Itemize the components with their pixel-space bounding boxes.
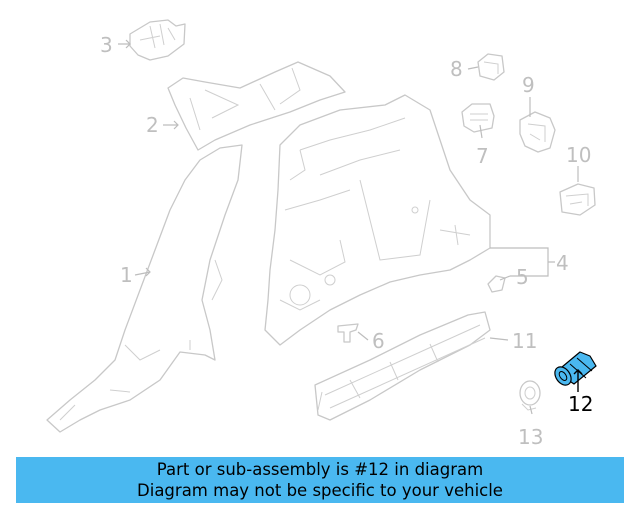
callout-6: 6 [372, 329, 385, 353]
callout-2: 2 [146, 113, 159, 137]
part-1-pillar-trim [46, 144, 243, 433]
part-10-bracket [559, 183, 596, 216]
callout-10: 10 [566, 143, 591, 167]
info-banner: Part or sub-assembly is #12 in diagram D… [16, 457, 624, 503]
part-2-upper-trim [167, 61, 346, 151]
leader-lines [118, 39, 583, 415]
part-7-retainer [461, 103, 495, 133]
callout-11: 11 [512, 329, 537, 353]
callout-3: 3 [100, 33, 113, 57]
banner-line-part-info: Part or sub-assembly is #12 in diagram [156, 460, 484, 479]
callout-1: 1 [120, 263, 133, 287]
callout-13: 13 [518, 425, 543, 449]
part-9-bracket [519, 111, 556, 153]
part-8-retainer [477, 53, 505, 81]
quarter-inner-panel [264, 94, 491, 346]
banner-line-disclaimer: Diagram may not be specific to your vehi… [137, 481, 503, 500]
part-11-rocker-panel [314, 311, 491, 421]
callout-4: 4 [556, 251, 569, 275]
part-12-highlighted-plug [554, 351, 597, 386]
callout-8: 8 [450, 57, 463, 81]
part-6-clip [337, 323, 359, 343]
part-13-grommet [519, 380, 541, 411]
callout-9: 9 [522, 73, 535, 97]
callout-7: 7 [476, 144, 489, 168]
part-3-bracket [129, 19, 186, 61]
callout-12: 12 [568, 392, 593, 416]
callout-5: 5 [516, 265, 529, 289]
exploded-parts-diagram: 3 2 1 8 9 7 10 4 5 6 11 12 13 [46, 19, 597, 449]
